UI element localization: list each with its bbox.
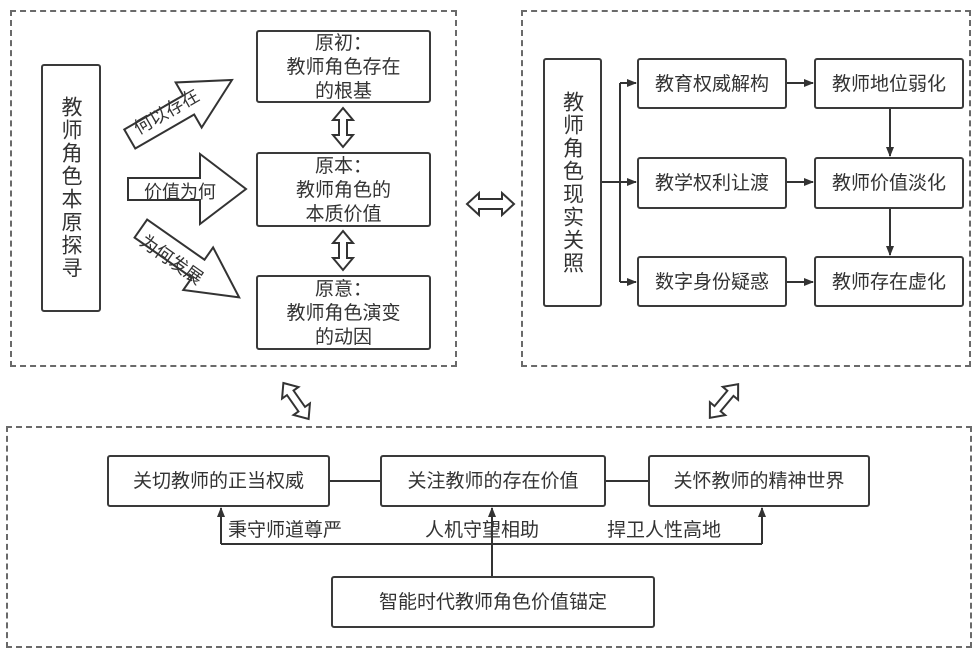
care-authority-box: 关切教师的正当权威 [107, 455, 330, 507]
origin-box-initial: 原初： 教师角色存在 的根基 [256, 30, 431, 103]
edge-label-human-machine: 人机守望相助 [425, 519, 540, 541]
reality-title-box: 教师角色现实关照 [543, 58, 602, 307]
value-anchoring-base-box: 智能时代教师角色价值锚定 [331, 576, 655, 628]
effect-box-1: 教师地位弱化 [814, 58, 964, 109]
double-arrow-left-to-bottom [280, 381, 312, 421]
cause-box-1: 教育权威解构 [637, 58, 787, 109]
effect-box-3: 教师存在虚化 [814, 256, 964, 307]
care-existence-value-box: 关注教师的存在价值 [380, 455, 606, 507]
block-arrow-label-value-what: 价值为何 [144, 182, 216, 203]
effect-box-2: 教师价值淡化 [814, 157, 964, 209]
edge-label-dignity: 秉守师道尊严 [228, 519, 343, 541]
origin-box-essence: 原本： 教师角色的 本质价值 [256, 152, 431, 227]
care-spiritual-world-box: 关怀教师的精神世界 [648, 455, 870, 507]
panel-value-anchoring [6, 426, 972, 648]
cause-box-3: 数字身份疑惑 [637, 256, 787, 307]
origin-box-intent: 原意： 教师角色演变 的动因 [256, 275, 431, 350]
double-arrow-panels-top [465, 190, 516, 218]
edge-label-humanity: 捍卫人性高地 [607, 519, 722, 541]
panel-origin-exploration [10, 10, 457, 367]
cause-box-2: 教学权利让渡 [637, 157, 787, 209]
double-arrow-right-to-bottom [708, 382, 740, 420]
origin-title-box: 教师角色本原探寻 [41, 64, 101, 312]
panel-reality-reflection [521, 10, 971, 367]
